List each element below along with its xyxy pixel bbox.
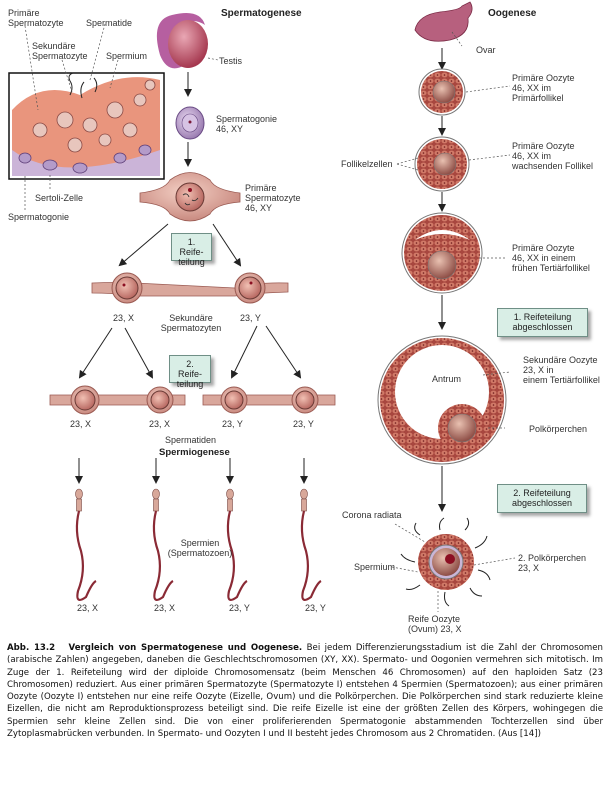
label-spermatid-3: 23, Y: [222, 419, 243, 429]
figure-number: Abb. 13.2: [7, 643, 56, 653]
label-line: 46, XX im: [512, 151, 552, 161]
label-polar-body: Polkörperchen: [529, 424, 588, 434]
label-spermatids: Spermatiden: [165, 435, 217, 445]
label-primary-spermatocyte: Primäre Spermatozyte 46, XY: [245, 183, 301, 213]
box-line: teilung: [176, 379, 204, 389]
label-line: Reife Oozyte: [408, 614, 461, 624]
label-secondary-left: 23, X: [113, 313, 135, 323]
meiosis-2-box: 2. Reife- teilung: [169, 355, 211, 389]
label-corona-radiata: Corona radiata: [342, 510, 402, 520]
growing-follicle: [396, 136, 511, 192]
label-ovary: Ovar: [476, 45, 496, 55]
figure-caption: Abb. 13.2 Vergleich von Spermatogenese u…: [7, 642, 603, 740]
spermatogenesis-title: Spermatogenese: [221, 8, 302, 19]
label-secondary-oocyte: Sekundäre Oozyte 23, X in einem Tertiärf…: [523, 355, 600, 385]
spermatids: [49, 385, 336, 415]
box-line: abgeschlossen: [512, 322, 573, 332]
label-line: Primäre Oozyte: [512, 73, 575, 83]
label-line: (Ovum) 23, X: [408, 624, 462, 634]
primary-follicle: [418, 68, 511, 116]
label-line: 23, X in: [523, 365, 554, 375]
label-line: (Spermatozoen): [167, 548, 233, 558]
caption-text: Bei jedem Differenzierungsstadium ist di…: [7, 643, 603, 740]
label-line: Spermien: [180, 538, 220, 548]
label-primary-follicle: Primäre Oozyte 46, XX im Primärfollikel: [512, 73, 575, 103]
tertiary-follicle: [377, 335, 511, 465]
label-line: Spermatozyte: [245, 193, 301, 203]
label-testis: Testis: [219, 56, 243, 66]
label-line: 46, XX im: [512, 83, 552, 93]
meiosis-1-box: 1. Reife- teilung: [171, 233, 212, 267]
mature-ovum: [391, 517, 516, 612]
label-spermatid: Spermatide: [86, 18, 133, 28]
sperm-cells: [75, 488, 322, 601]
label-primary-spermatocyte-inset: Primäre Spermatozyte: [8, 8, 64, 28]
ovary-illustration: [414, 1, 473, 47]
label-spermatozoa: Spermien (Spermatozoen): [165, 538, 235, 558]
label-sertoli-cell: Sertoli-Zelle: [35, 193, 84, 203]
oogenesis-title: Oogenese: [488, 8, 537, 19]
label-sperm-2: 23, X: [154, 603, 176, 613]
box-line: abgeschlossen: [511, 498, 573, 508]
label-line: Spermatozyte: [8, 18, 64, 28]
caption-heading: Vergleich von Spermatogenese und Oogenes…: [68, 643, 303, 653]
label-line: Primäre Oozyte: [512, 141, 575, 151]
label-spermatid-1: 23, X: [70, 419, 92, 429]
label-antrum: Antrum: [432, 374, 462, 384]
label-line: Spermatozyten: [160, 323, 222, 333]
meiosis-1-complete-box: 1. Reifeteilung abgeschlossen: [497, 308, 588, 337]
meiosis-2-complete-box: 2. Reifeteilung abgeschlossen: [497, 484, 587, 513]
illustration: [8, 1, 516, 612]
label-line: Spermatogonie: [216, 114, 278, 124]
label-spermatid-2: 23, X: [149, 419, 171, 429]
label-line: Spermatozyte: [32, 51, 88, 61]
early-tertiary-follicle: [401, 212, 505, 294]
label-line: wachsenden Follikel: [512, 161, 594, 171]
label-secondary-right: 23, Y: [240, 313, 261, 323]
label-line: 46, XX in einem: [512, 253, 576, 263]
label-line: Sekundäre Oozyte: [523, 355, 598, 365]
label-line: Primäre: [8, 8, 40, 18]
label-line: Sekundäre: [32, 41, 76, 51]
label-line: 23, X: [518, 563, 540, 573]
label-growing-follicle: Primäre Oozyte 46, XX im wachsenden Foll…: [512, 141, 593, 171]
seminiferous-tubule-inset: [8, 72, 165, 180]
label-line: Sekundäre: [169, 313, 213, 323]
label-secondary-spermatocytes: Sekundäre Spermatozyten: [158, 313, 224, 333]
label-line: 2. Polkörperchen: [518, 553, 587, 563]
label-line: frühen Tertiärfollikel: [512, 263, 590, 273]
label-spermatogonium: Spermatogonie 46, XY: [216, 114, 277, 134]
box-line: 1. Reife-: [179, 237, 204, 257]
label-line: Primäre Oozyte: [512, 243, 575, 253]
inset-leader-lines: [24, 23, 119, 210]
label-sperm-4: 23, Y: [305, 603, 326, 613]
label-line: 46, XY: [245, 203, 273, 213]
label-sperm-1: 23, X: [77, 603, 99, 613]
box-line: 1. Reifeteilung: [513, 312, 572, 322]
box-line: 2. Reifeteilung: [513, 488, 571, 498]
label-early-tertiary-follicle: Primäre Oozyte 46, XX in einem frühen Te…: [512, 243, 590, 273]
label-line: 46, XY: [216, 124, 244, 134]
label-secondary-spermatocyte-inset: Sekundäre Spermatozyte: [32, 41, 88, 61]
label-second-polar-body: 2. Polkörperchen 23, X: [518, 553, 586, 573]
label-follicle-cells: Follikelzellen: [341, 159, 393, 169]
testis-illustration: [156, 12, 219, 69]
spermatogonium-cell: [175, 106, 205, 140]
spermiogenesis-arrows: [75, 458, 308, 484]
box-line: teilung: [178, 257, 205, 267]
secondary-spermatocytes: [91, 272, 289, 304]
spermiogenesis-title: Spermiogenese: [159, 447, 230, 458]
box-line: 2. Reife-: [177, 359, 202, 379]
primary-spermatocyte-cell: [139, 172, 241, 222]
label-line: einem Tertiärfollikel: [523, 375, 600, 385]
label-line: Primäre: [245, 183, 277, 193]
label-spermium-ovum: Spermium: [354, 562, 396, 572]
label-mature-ovum: Reife Oozyte (Ovum) 23, X: [408, 614, 462, 634]
label-spermatogonium-inset: Spermatogonie: [8, 212, 70, 222]
label-sperm-3: 23, Y: [229, 603, 250, 613]
label-line: Primärfollikel: [512, 93, 564, 103]
label-spermium-inset: Spermium: [106, 51, 148, 61]
label-spermatid-4: 23, Y: [293, 419, 314, 429]
